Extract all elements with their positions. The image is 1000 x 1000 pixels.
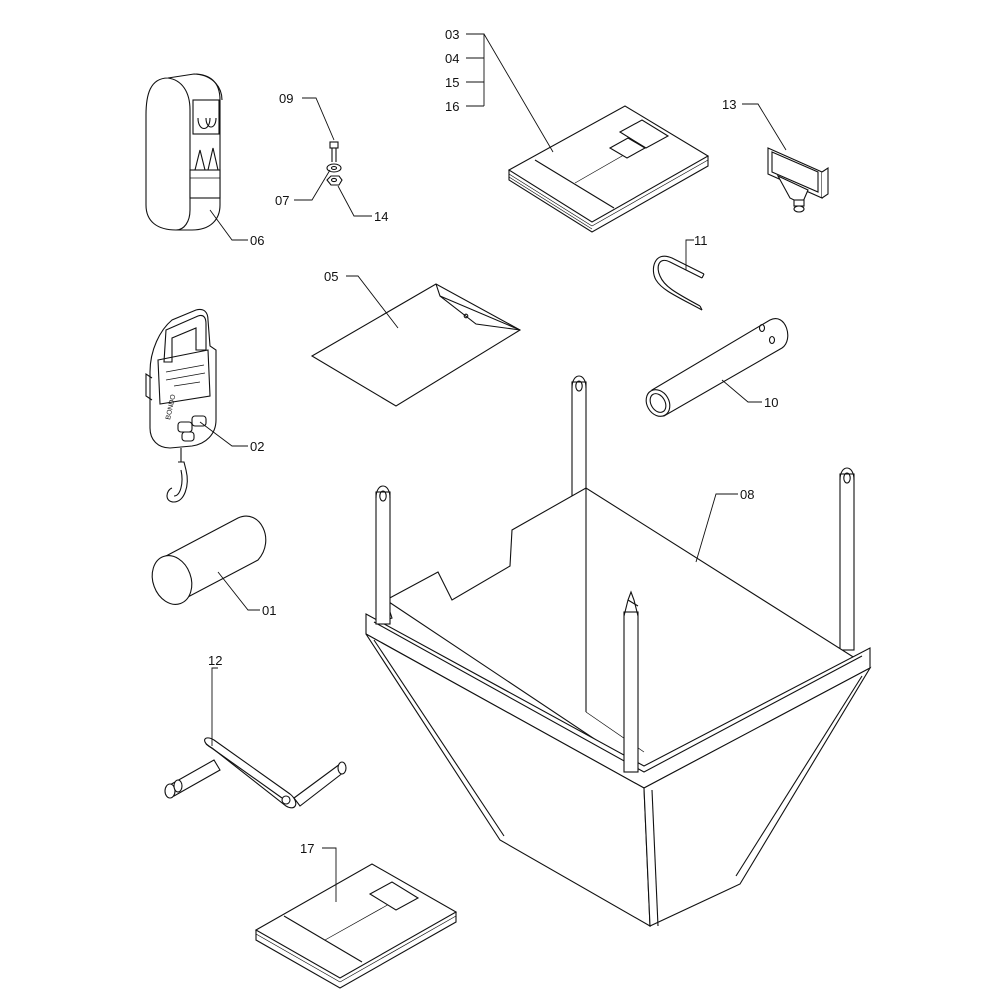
- label-08: 08: [740, 487, 754, 502]
- part-07-washer: [326, 163, 342, 173]
- leader-07: [294, 169, 331, 201]
- part-11-clip: [652, 255, 705, 311]
- leader-10: [721, 379, 762, 403]
- leader-17: [322, 847, 337, 902]
- leader-14: [337, 185, 372, 217]
- part-02-scale: [145, 308, 217, 503]
- label-02: 02: [250, 439, 264, 454]
- part-05-sheet: [310, 283, 522, 407]
- label-15: 15: [445, 75, 459, 90]
- part-01-cylinder: [151, 515, 267, 605]
- leader-06: [209, 209, 248, 241]
- leader-13: [742, 103, 787, 151]
- label-04: 04: [445, 51, 459, 66]
- label-16: 16: [445, 99, 459, 114]
- label-03: 03: [445, 27, 459, 42]
- leader-09: [302, 97, 335, 141]
- label-13: 13: [722, 97, 736, 112]
- leader-05: [346, 275, 399, 329]
- leader-03: [466, 33, 554, 153]
- leader-02: [199, 421, 248, 447]
- leader-12: [211, 667, 218, 746]
- part-17-booklet: [254, 863, 458, 989]
- part-06-pouch: [145, 73, 223, 231]
- label-17: 17: [300, 841, 314, 856]
- part-08-bag: [365, 375, 872, 927]
- part-12-crank: [164, 737, 347, 809]
- label-12: 12: [208, 653, 222, 668]
- part-09-screw: [329, 141, 339, 162]
- leader-08: [695, 493, 738, 563]
- label-07: 07: [275, 193, 289, 208]
- part-14-nut: [326, 175, 343, 186]
- label-10: 10: [764, 395, 778, 410]
- part-13-bracket: [767, 147, 829, 213]
- label-14: 14: [374, 209, 388, 224]
- leader-01: [217, 571, 260, 611]
- part-10-tube: [645, 318, 789, 417]
- leader-11: [685, 239, 694, 270]
- label-06: 06: [250, 233, 264, 248]
- part-03-manual: [507, 105, 710, 233]
- label-11: 11: [694, 233, 708, 248]
- label-09: 09: [279, 91, 293, 106]
- label-05: 05: [324, 269, 338, 284]
- label-01: 01: [262, 603, 276, 618]
